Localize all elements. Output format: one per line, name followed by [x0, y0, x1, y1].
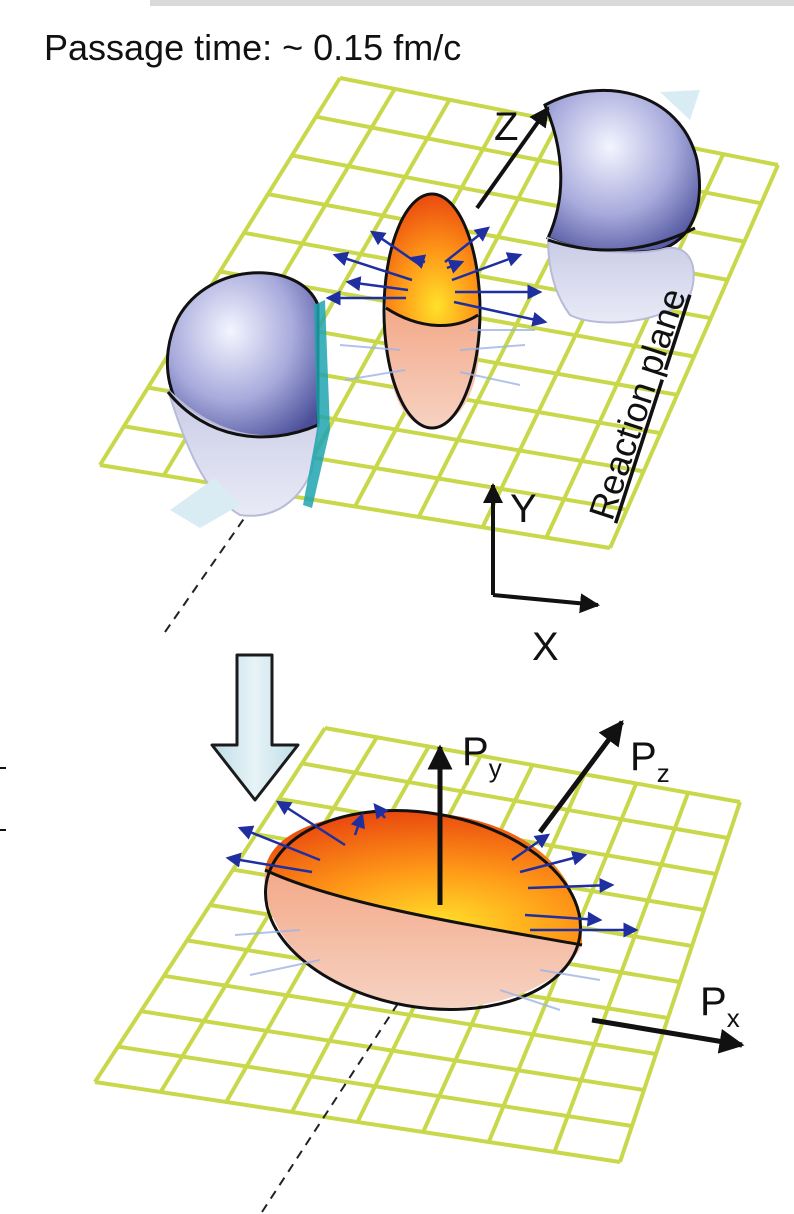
faint-flow-arrows-top — [339, 329, 535, 386]
py-label: Py — [462, 730, 502, 783]
beam-axis-line-top — [164, 509, 251, 633]
px-label: Px — [700, 980, 740, 1033]
grid-line — [117, 1044, 633, 1128]
grid-line — [140, 1009, 645, 1092]
y-axis-label: Y — [510, 487, 537, 531]
z-axis-arrow — [475, 106, 550, 210]
flow-arrows-top — [325, 226, 548, 327]
grid-line — [301, 761, 729, 840]
grid-line — [99, 463, 611, 550]
left-edge-marks — [0, 767, 6, 831]
faint-flow-arrows-bottom — [234, 929, 601, 1011]
transition-down-arrow — [210, 653, 300, 802]
almond-fireball — [382, 192, 482, 430]
beam-axis-line-bottom — [261, 984, 411, 1213]
left-nucleus — [166, 271, 330, 528]
top-frame-bar — [150, 0, 794, 6]
x-axis-label: X — [532, 625, 559, 669]
pz-label: Pz — [630, 735, 670, 788]
z-axis-label: Z — [494, 105, 518, 149]
xy-axes — [483, 483, 600, 614]
flow-arrows-bottom — [225, 800, 639, 938]
grid-line — [163, 973, 657, 1056]
right-nucleus — [543, 88, 701, 324]
px-momentum-arrow — [591, 1017, 745, 1054]
passage-time-caption: Passage time: ~ 0.15 fm/c — [44, 27, 461, 68]
grid-line — [324, 726, 741, 804]
pz-momentum-arrow — [537, 719, 625, 834]
grid-line — [94, 1080, 621, 1164]
